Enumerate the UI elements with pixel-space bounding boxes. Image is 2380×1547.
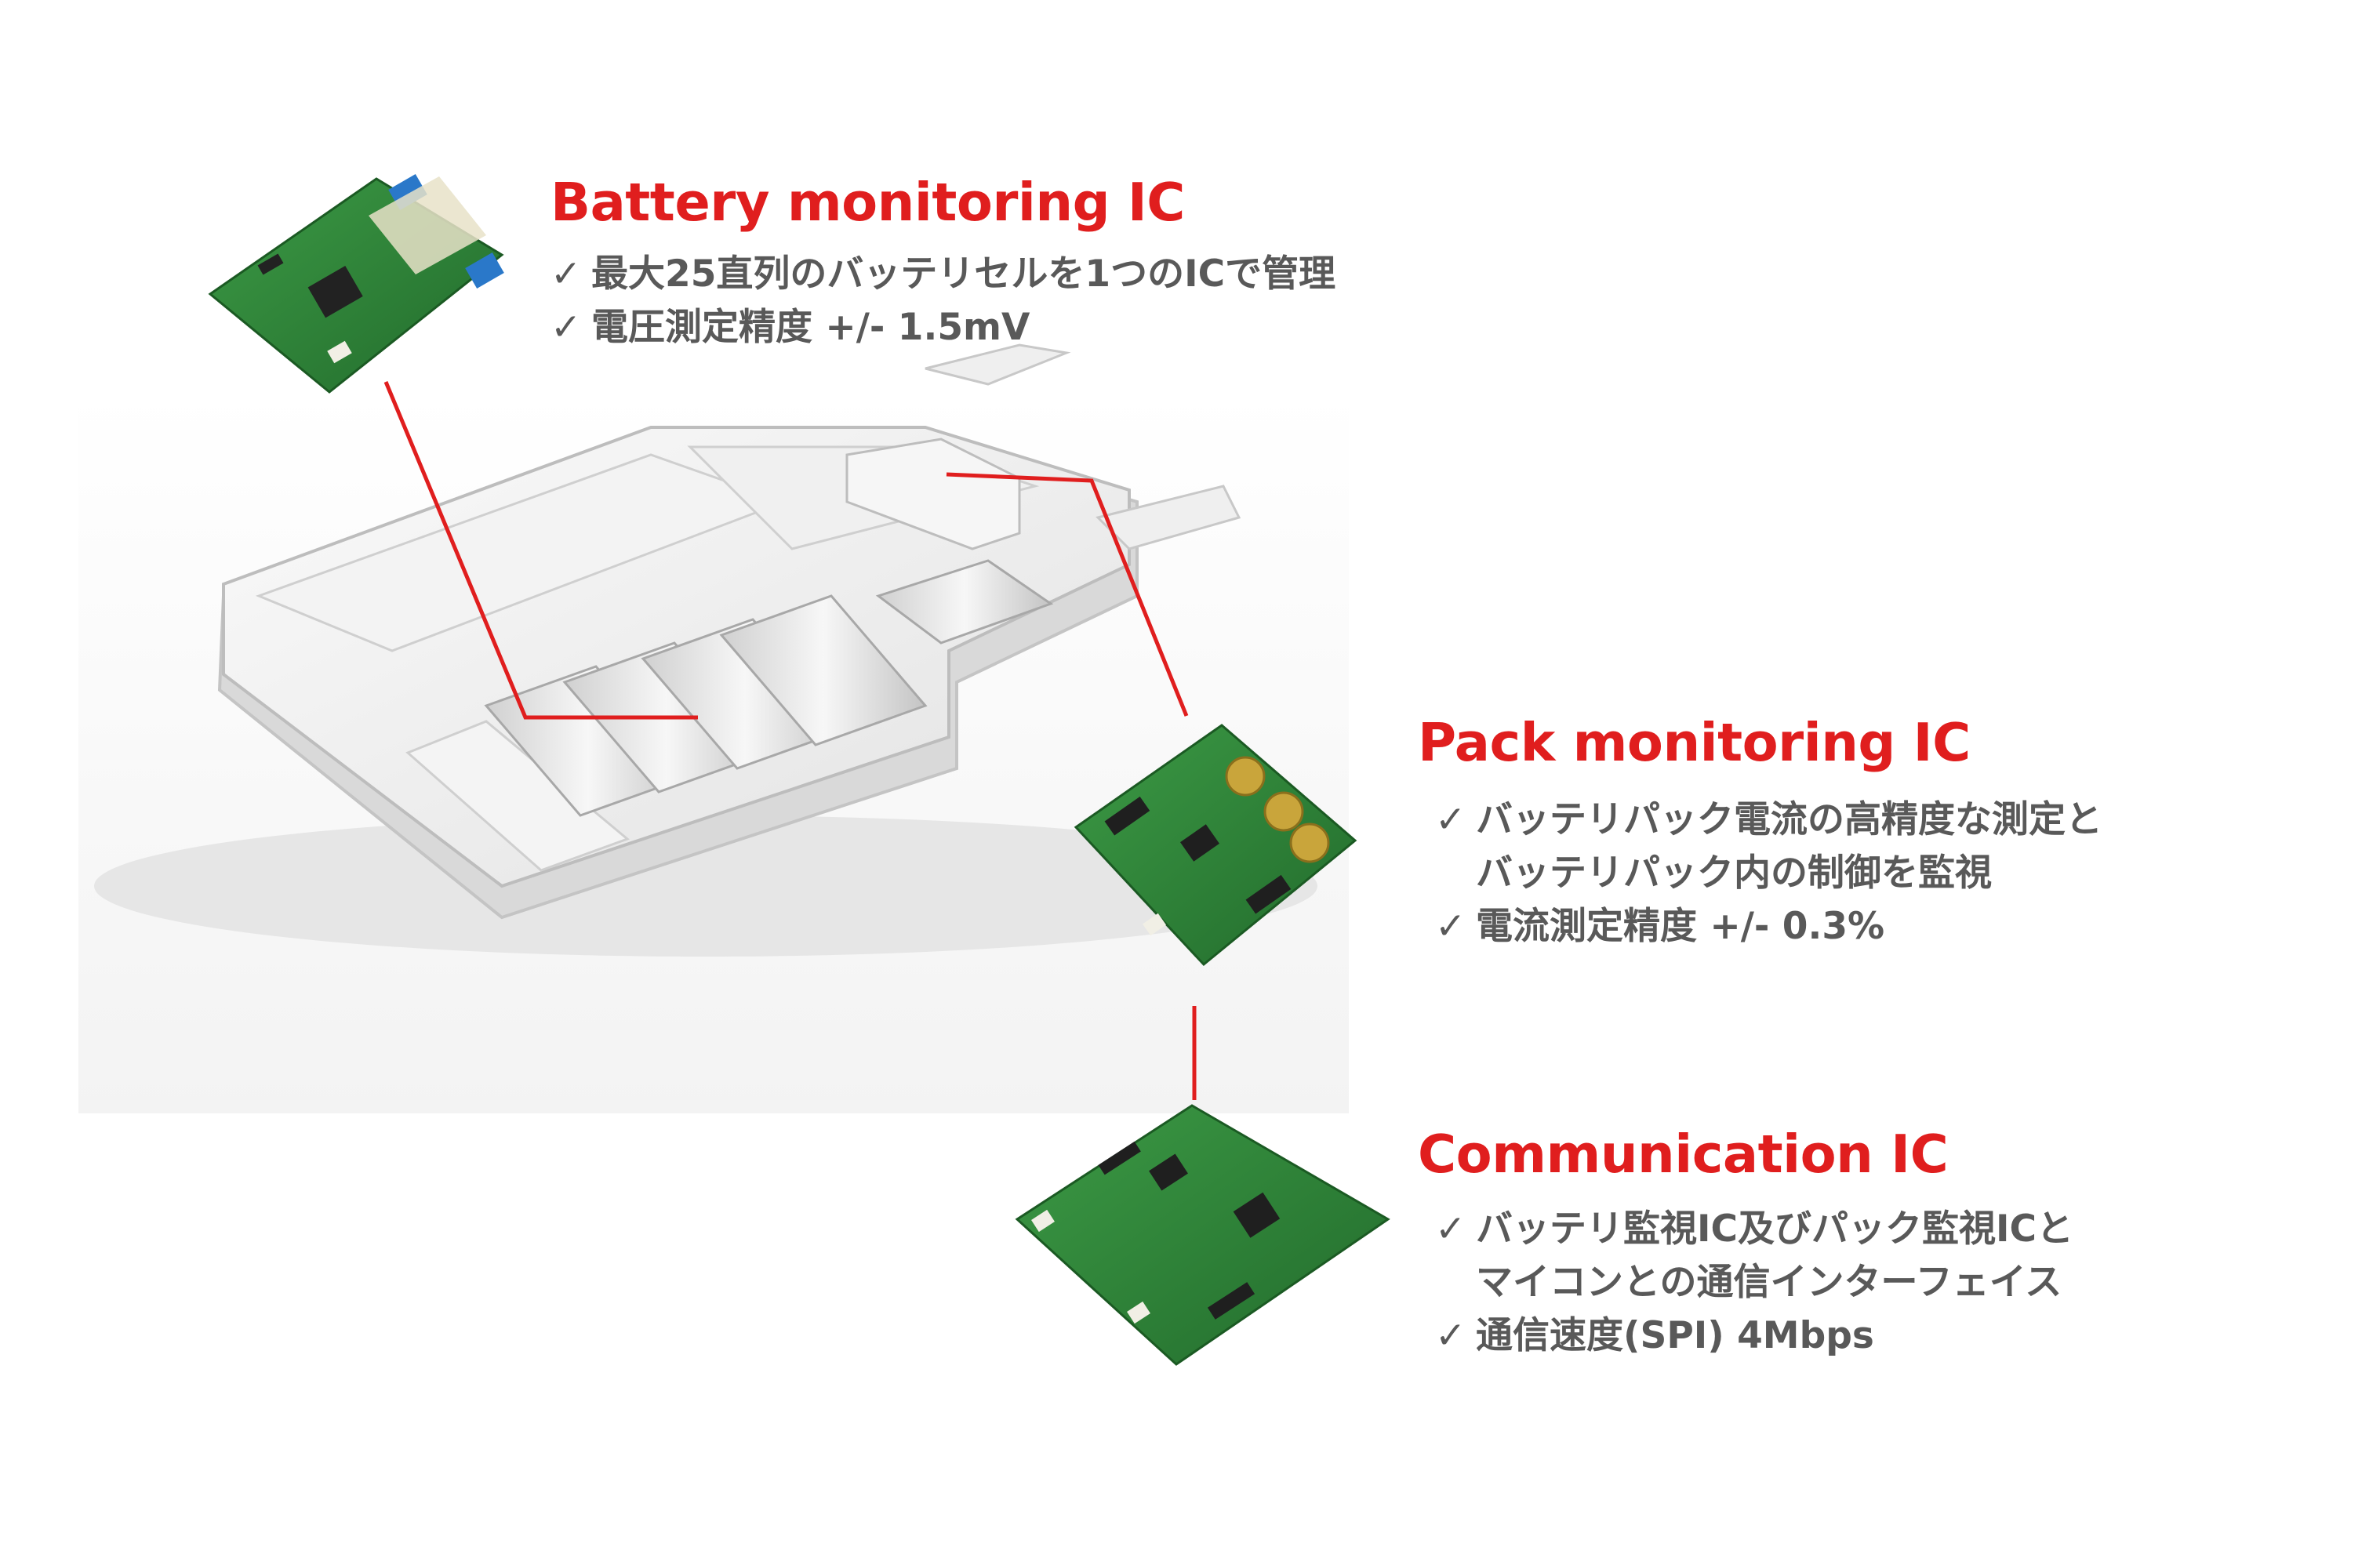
comm-ic-title: Communication IC [1418,1124,1949,1185]
comm-ic-bullet-3: ✓通信速度(SPI) 4Mbps [1435,1310,1874,1362]
pack-ic-bullet-3: ✓電流測定精度 +/- 0.3% [1435,901,1884,953]
comm-ic-bullet-2: マイコンとの通信インターフェイス [1476,1261,2062,1304]
check-mark-icon: ✓ [1435,1207,1466,1251]
pack-ic-leader [946,472,1189,717]
leader-lines [383,381,1197,1100]
check-mark-icon: ✓ [550,252,582,296]
check-mark-icon: ✓ [1435,905,1466,948]
check-mark-icon: ✓ [1435,1314,1466,1357]
battery-ic-leader [383,381,698,720]
pack-monitoring-board-image [1074,724,1357,967]
pack-ic-bullet-2: バッテリパック内の制御を監視 [1476,852,1992,895]
check-mark-icon: ✓ [1435,798,1466,841]
battery-ic-title: Battery monitoring IC [550,172,1185,233]
communication-board-image [1015,1104,1390,1366]
battery-pack-image [94,343,1317,957]
check-mark-icon: ✓ [550,306,582,349]
pack-ic-bullet-1: ✓バッテリパック電流の高精度な測定と [1435,794,2102,846]
battery-monitoring-board-image [208,174,504,394]
battery-ic-bullet-2: ✓電圧測定精度 +/- 1.5mV [550,302,1030,354]
battery-ic-bullet-1: ✓最大25直列のバッテリセルを1つのICで管理 [550,249,1335,300]
comm-ic-bullet-1: ✓バッテリ監視IC及びパック監視ICと [1435,1204,2073,1255]
pack-ic-title: Pack monitoring IC [1418,712,1971,773]
